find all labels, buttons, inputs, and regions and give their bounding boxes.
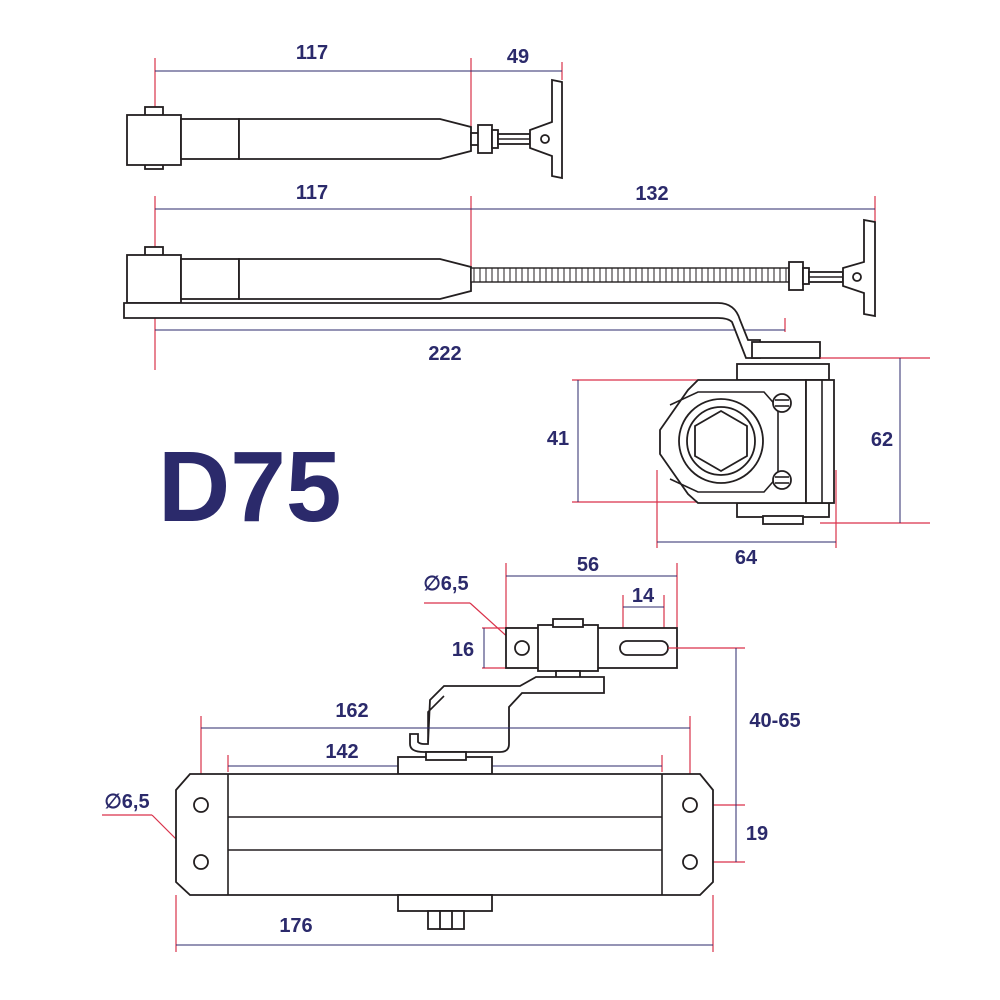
dim-body-hole-vertical: 19 [746, 823, 768, 845]
arm-assembly-short-view [126, 58, 563, 180]
dim-arm-long-extension: 132 [635, 183, 668, 205]
arm-assembly-long-view [123, 196, 876, 370]
dim-bracket-height: 16 [452, 639, 474, 661]
dim-arm-short-length: 117 [296, 42, 328, 64]
model-title: D75 [158, 431, 341, 543]
dim-body-hole: ∅6,5 [104, 791, 149, 813]
dim-arm-total: 222 [428, 343, 461, 365]
bracket-top-view [409, 563, 678, 753]
dim-shoe-total-height: 62 [871, 429, 893, 451]
dim-body-length: 142 [325, 741, 358, 763]
dim-arm-long-length: 117 [296, 182, 328, 204]
dim-bracket-hole: ∅6,5 [423, 573, 468, 595]
dim-mount-offset: 40-65 [749, 710, 800, 732]
dim-shoe-width: 64 [735, 547, 758, 569]
dim-body-hole-spacing: 162 [335, 700, 368, 722]
dim-arm-short-extension: 49 [507, 46, 529, 68]
closer-body-front-view [102, 647, 745, 952]
dim-body-total-length: 176 [279, 915, 312, 937]
dim-bracket-slot: 14 [632, 585, 655, 607]
dim-bracket-hole-spacing: 56 [577, 554, 599, 576]
shoe-side-view [572, 357, 930, 548]
dim-shoe-height: 41 [547, 428, 569, 450]
